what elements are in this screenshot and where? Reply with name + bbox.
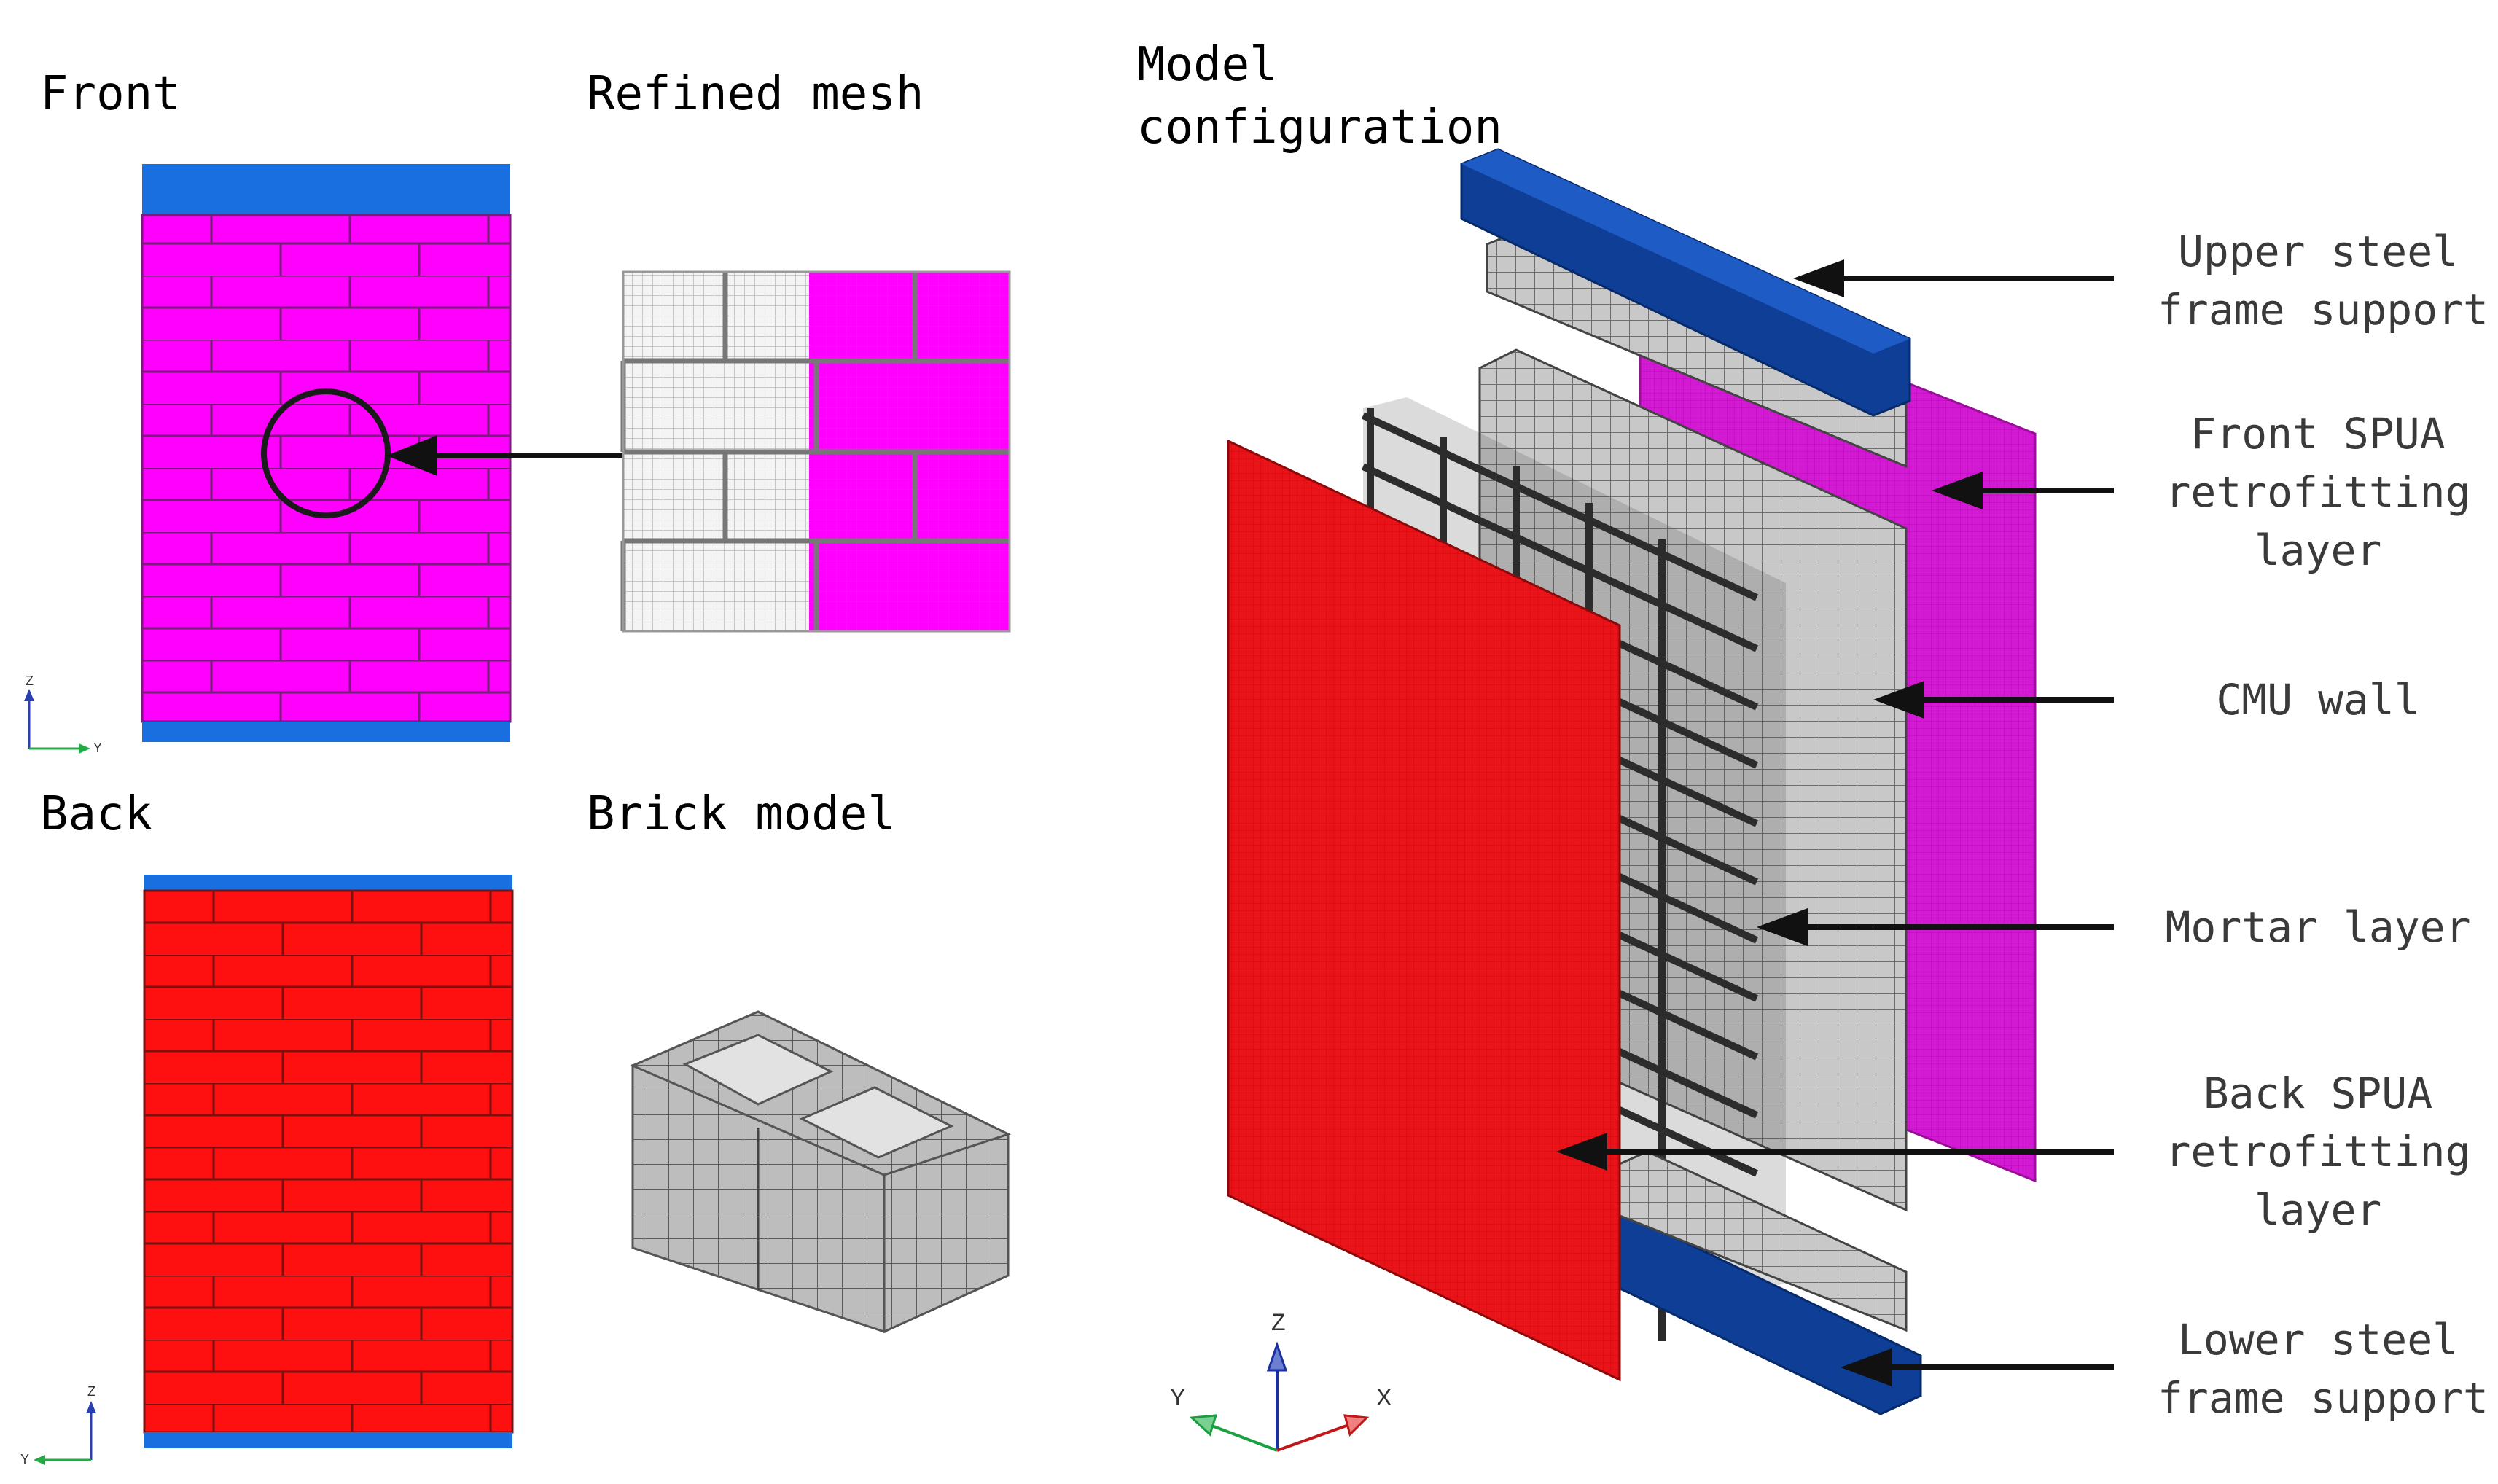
model-config-label-line1: Model — [1137, 38, 1278, 92]
back-wall-view — [143, 875, 514, 1448]
callout-cmu-wall: CMU wall — [2216, 675, 2420, 725]
svg-text:Z: Z — [26, 673, 34, 688]
callout-mortar-layer: Mortar layer — [2165, 902, 2471, 952]
front-brick-face — [141, 214, 512, 723]
front-view-label: Front — [40, 67, 181, 121]
front-top-frame — [142, 164, 510, 215]
zoom-arrow-head — [386, 435, 437, 476]
zoom-circle — [261, 388, 391, 518]
main-axis-triad: Z Y X — [1170, 1309, 1392, 1452]
back-top-frame — [144, 875, 512, 891]
brick-model-3d — [630, 1010, 1011, 1334]
refined-mesh-label: Refined mesh — [587, 67, 924, 121]
svg-text:Y: Y — [20, 1452, 29, 1467]
svg-text:Z: Z — [87, 1384, 95, 1399]
model-config-label-line2: configuration — [1137, 101, 1502, 155]
model-configuration-3d — [1227, 148, 2037, 1415]
axis-x-label: X — [1376, 1384, 1392, 1410]
refined-mesh-view — [620, 270, 1011, 633]
svg-text:Y: Y — [93, 741, 102, 755]
back-bottom-frame — [144, 1432, 512, 1448]
axis-y-label: Y — [1170, 1384, 1185, 1410]
back-spua-layer — [1227, 439, 1621, 1382]
back-view-label: Back — [40, 787, 153, 841]
back-brick-face — [143, 889, 514, 1434]
front-bottom-frame — [142, 722, 510, 742]
axis-z-label: Z — [1271, 1309, 1286, 1335]
back-axis-triad: Z Y — [20, 1384, 96, 1467]
front-axis-triad: Z Y — [24, 673, 102, 755]
callout-arrows — [1556, 259, 2114, 1386]
front-wall-view — [141, 164, 625, 742]
brick-model-label: Brick model — [587, 787, 896, 841]
